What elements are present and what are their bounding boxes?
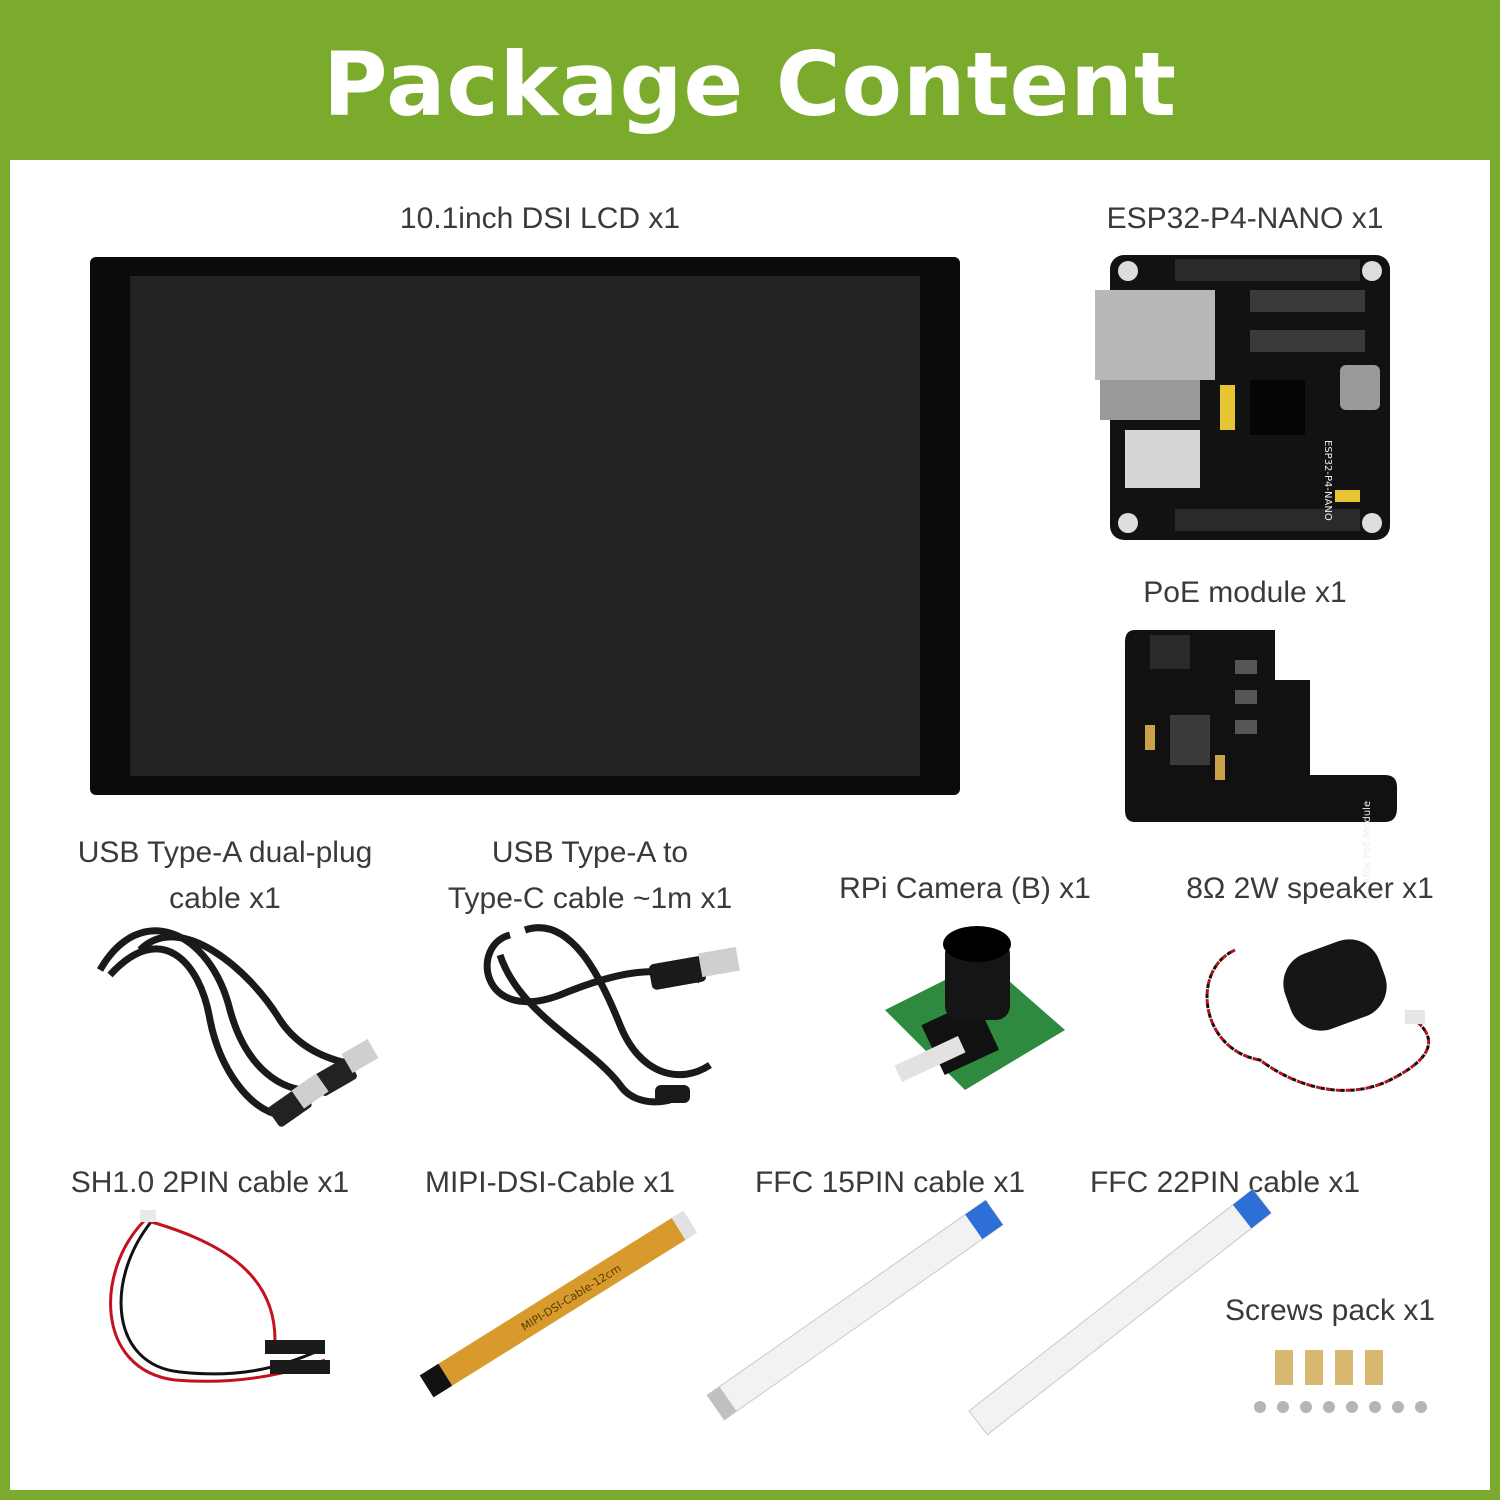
ffc22-label: FFC 22PIN cable x1 bbox=[1089, 1166, 1361, 1199]
lcd-display-image bbox=[90, 257, 960, 795]
camera-module-image bbox=[875, 920, 1075, 1100]
usb-dual-cable-image bbox=[80, 900, 380, 1130]
ffc22-cable-image bbox=[968, 1188, 1272, 1436]
screws-label: Screws pack x1 bbox=[1224, 1294, 1436, 1327]
screws-pack-image bbox=[1245, 1345, 1445, 1425]
usb-c-label-line2: Type-C cable ~1m x1 bbox=[447, 882, 733, 915]
speaker-label: 8Ω 2W speaker x1 bbox=[1186, 872, 1434, 905]
page-title: Package Content bbox=[322, 33, 1178, 136]
lcd-label: 10.1inch DSI LCD x1 bbox=[399, 202, 681, 235]
ffc15-cable-image bbox=[706, 1199, 1004, 1421]
mipi-label: MIPI-DSI-Cable x1 bbox=[424, 1166, 676, 1199]
content-panel: 10.1inch DSI LCD x1 ESP32-P4-NANO x1 ESP… bbox=[10, 160, 1490, 1490]
poe-label: PoE module x1 bbox=[1143, 576, 1347, 609]
sh10-label: SH1.0 2PIN cable x1 bbox=[70, 1166, 350, 1199]
sh10-cable-image bbox=[95, 1210, 345, 1400]
mipi-cable-image: MIPI-DSI-Cable-12cm bbox=[415, 1205, 698, 1405]
esp32-board-silkscreen: ESP32-P4-NANO bbox=[1322, 440, 1333, 521]
esp32-board-image: ESP32-P4-NANO bbox=[1095, 255, 1405, 540]
usb-dual-label-line2: cable x1 bbox=[169, 882, 281, 915]
poe-board-silkscreen: Luckfox PoE Module bbox=[1362, 801, 1373, 900]
ffc15-label: FFC 15PIN cable x1 bbox=[754, 1166, 1026, 1199]
speaker-image bbox=[1200, 930, 1450, 1100]
usb-dual-label-line1: USB Type-A dual-plug bbox=[77, 836, 373, 869]
camera-label: RPi Camera (B) x1 bbox=[839, 872, 1091, 905]
usb-c-cable-image bbox=[470, 915, 750, 1115]
poe-module-image: Luckfox PoE Module bbox=[1125, 630, 1400, 900]
mipi-cable-silkscreen: MIPI-DSI-Cable-12cm bbox=[519, 1262, 624, 1334]
esp32-label: ESP32-P4-NANO x1 bbox=[1106, 202, 1384, 235]
usb-c-label-line1: USB Type-A to bbox=[491, 836, 689, 869]
